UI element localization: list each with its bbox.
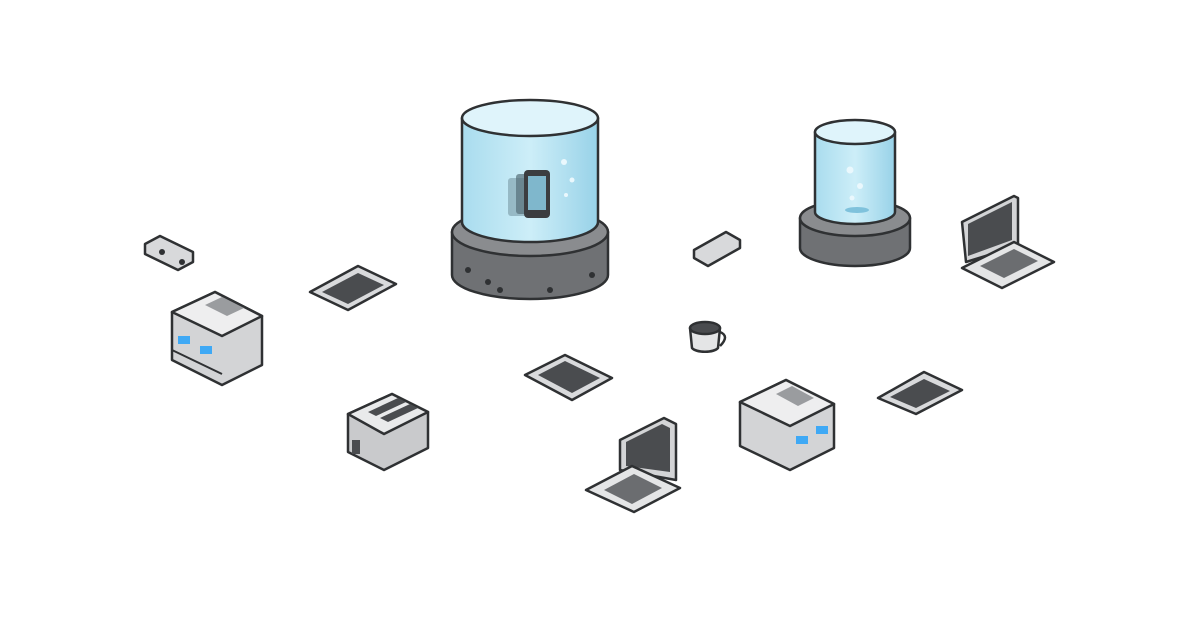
main-database-cylinder[interactable] — [450, 98, 610, 301]
server-left[interactable] — [170, 290, 264, 387]
laptop-right[interactable] — [960, 194, 1056, 290]
toaster[interactable] — [346, 392, 430, 472]
laptop-center[interactable] — [584, 416, 682, 514]
camera-device[interactable] — [143, 234, 195, 272]
coffee-cup[interactable] — [688, 320, 727, 353]
smartphone-right[interactable] — [876, 370, 964, 416]
smartphone-center[interactable] — [523, 353, 614, 402]
secondary-database-cylinder[interactable] — [798, 118, 912, 268]
network-hub[interactable] — [692, 230, 742, 268]
server-right[interactable] — [738, 378, 836, 472]
mobile-devices-icon — [508, 170, 550, 218]
smartphone-left[interactable] — [308, 264, 398, 312]
